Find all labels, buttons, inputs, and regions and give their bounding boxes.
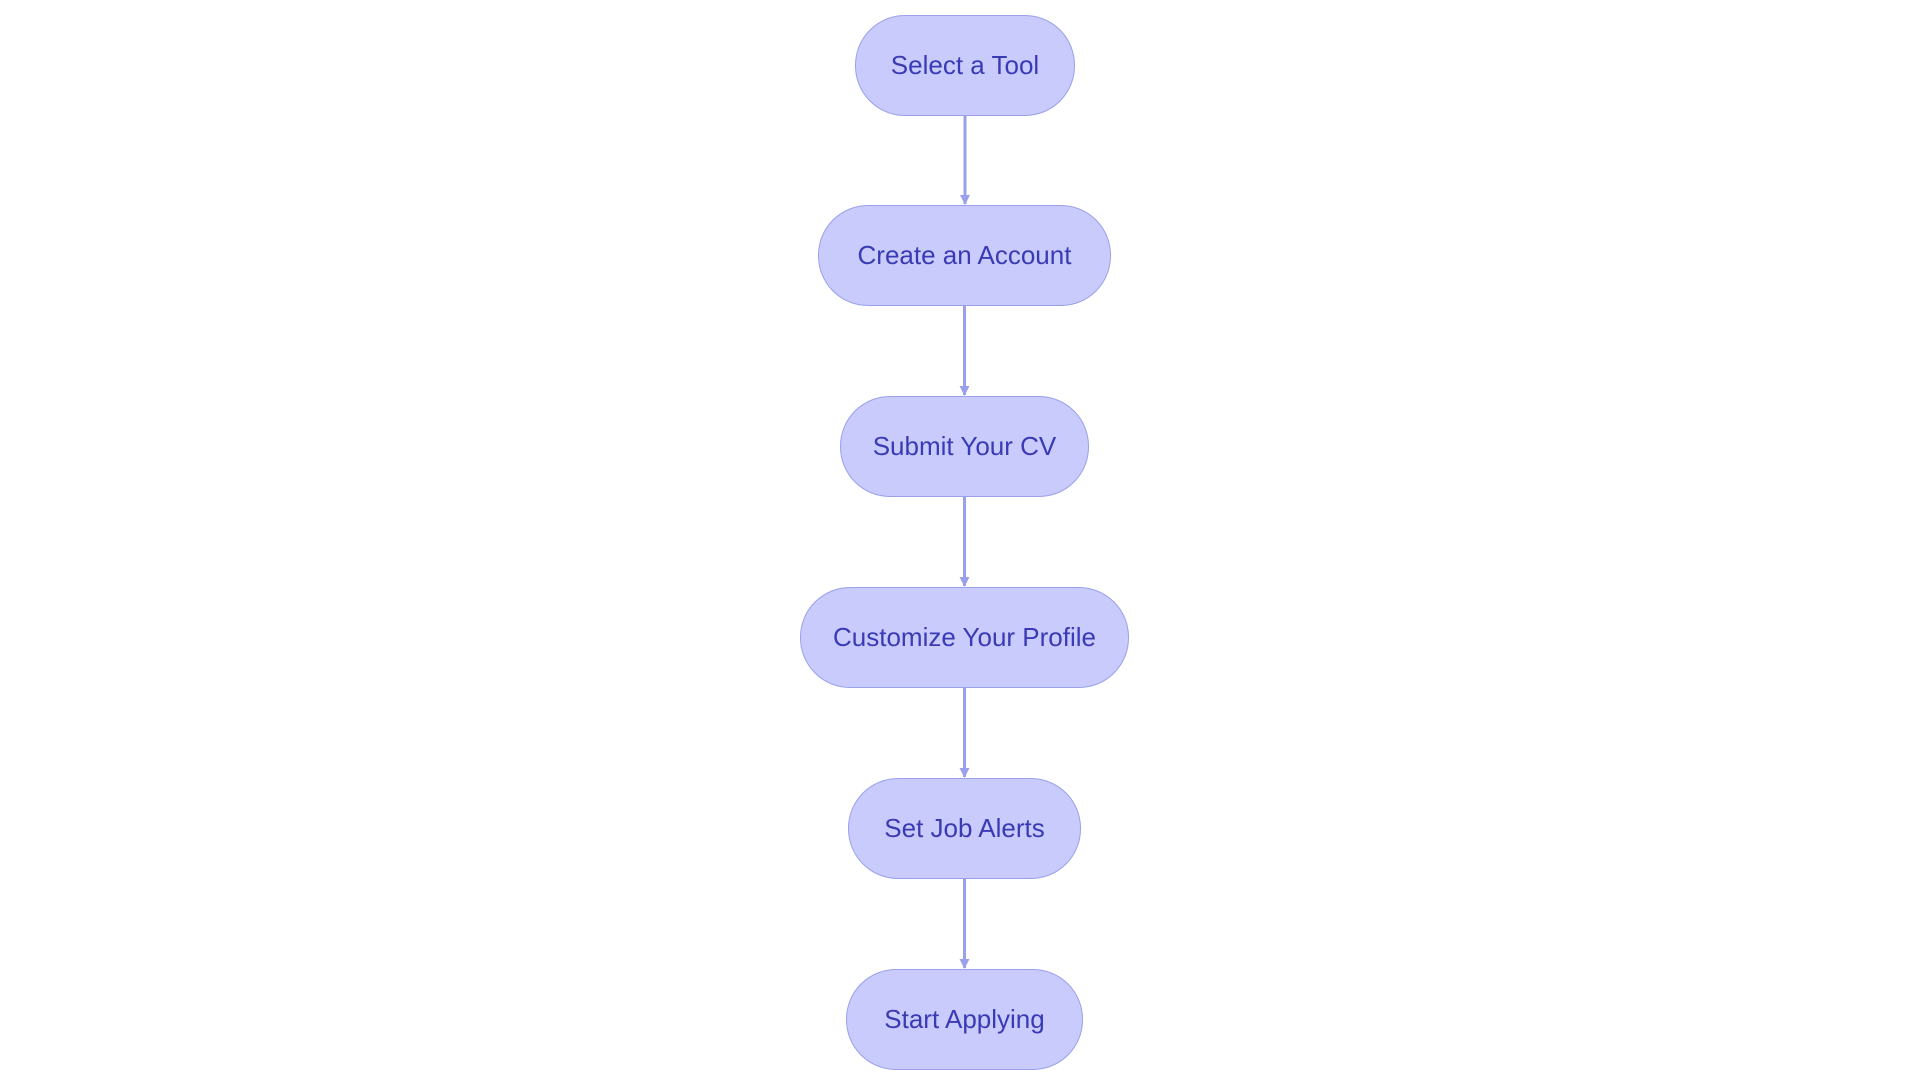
step-label: Start Applying xyxy=(884,1004,1045,1034)
step-select-a-tool[interactable]: Select a Tool xyxy=(855,15,1075,116)
step-label: Set Job Alerts xyxy=(884,813,1045,843)
step-start-applying[interactable]: Start Applying xyxy=(846,969,1083,1070)
step-label: Submit Your CV xyxy=(872,431,1057,461)
step-label: Customize Your Profile xyxy=(832,622,1097,652)
step-label: Create an Account xyxy=(857,240,1072,270)
step-submit-your-cv[interactable]: Submit Your CV xyxy=(840,396,1089,497)
step-label: Select a Tool xyxy=(890,50,1040,80)
step-create-an-account[interactable]: Create an Account xyxy=(818,205,1111,306)
step-customize-your-profile[interactable]: Customize Your Profile xyxy=(800,587,1129,688)
step-set-job-alerts[interactable]: Set Job Alerts xyxy=(848,778,1081,879)
